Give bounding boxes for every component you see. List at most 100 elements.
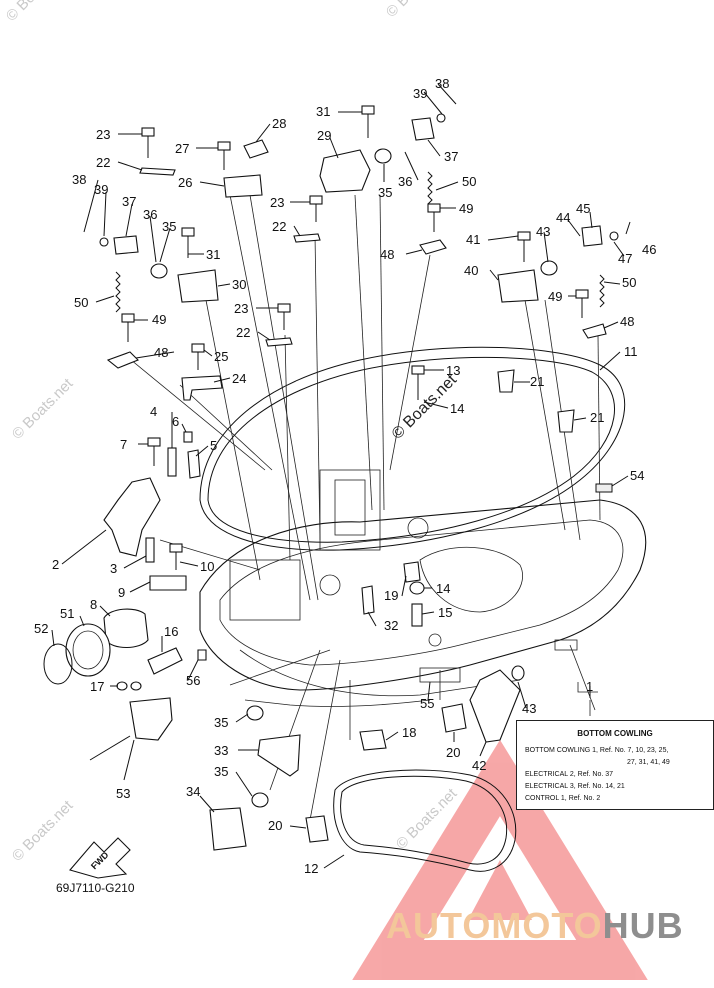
bracket-34 (209, 807, 247, 851)
callout-50: 50 (622, 275, 636, 290)
washer-39 (99, 237, 109, 247)
clip-5 (187, 449, 201, 479)
callout-1: 1 (586, 679, 593, 694)
callout-20: 20 (446, 745, 460, 760)
bolt-13 (411, 365, 425, 400)
callout-2: 2 (52, 557, 59, 572)
callout-7: 7 (120, 437, 127, 452)
brand-wordmark: AUTOMOTOHUB (386, 905, 684, 947)
collar-6 (183, 431, 193, 443)
callout-42: 42 (472, 758, 486, 773)
diagram-code: 69J7110-G210 (56, 881, 135, 895)
pin-3 (145, 537, 155, 563)
callout-25: 25 (214, 349, 228, 364)
grommet-35 (150, 263, 168, 279)
callout-21: 21 (590, 410, 604, 425)
callout-26: 26 (178, 175, 192, 190)
bottom-cowling-body (199, 469, 647, 707)
brand-part-1: AUTOMOTO (386, 905, 603, 946)
callout-3: 3 (110, 561, 117, 576)
callout-55: 55 (420, 696, 434, 711)
callout-18: 18 (402, 725, 416, 740)
watermark-1: © Boats.net (3, 0, 71, 25)
grommet-21a (497, 369, 515, 393)
band-52 (43, 643, 73, 685)
callout-16: 16 (164, 624, 178, 639)
callout-27: 27 (175, 141, 189, 156)
bolt-10 (169, 543, 183, 570)
callout-49: 49 (459, 201, 473, 216)
grommet-20a (305, 815, 329, 843)
screw-32 (361, 585, 375, 615)
callout-5: 5 (210, 438, 217, 453)
callout-10: 10 (200, 559, 214, 574)
bolt-23b (309, 195, 323, 222)
legend-line-3: ELECTRICAL 2, Ref. No. 37 (525, 771, 614, 778)
callout-38: 38 (435, 76, 449, 91)
callout-52: 52 (34, 621, 48, 636)
callout-35: 35 (214, 715, 228, 730)
lever-45 (581, 225, 603, 247)
callout-48: 48 (380, 247, 394, 262)
plate-22a (139, 167, 176, 176)
callout-40: 40 (464, 263, 478, 278)
hose-33 (257, 734, 301, 777)
callout-22: 22 (272, 219, 286, 234)
bracket-29 (319, 149, 371, 193)
callout-51: 51 (60, 606, 74, 621)
callout-23: 23 (234, 301, 248, 316)
bolt-27 (217, 141, 231, 170)
callout-56: 56 (186, 673, 200, 688)
callout-22: 22 (236, 325, 250, 340)
small-parts: FWD (43, 105, 619, 879)
callout-36: 36 (143, 207, 157, 222)
spring-50c (599, 274, 605, 308)
grommet-14 (409, 581, 425, 595)
watermark-3: © Boats.net (9, 375, 77, 443)
seal-12 (333, 769, 517, 872)
label-54 (595, 483, 613, 493)
watermark-2: © Boats.net (383, 0, 451, 21)
callout-31: 31 (206, 247, 220, 262)
callout-39: 39 (94, 182, 108, 197)
plug-19 (403, 561, 421, 583)
callout-35: 35 (214, 764, 228, 779)
callout-22: 22 (96, 155, 110, 170)
callout-39: 39 (413, 86, 427, 101)
bolt-7 (147, 437, 161, 466)
legend-line-2: 27, 31, 41, 49 (627, 759, 670, 766)
bolt-31a (361, 105, 375, 138)
callout-21: 21 (530, 374, 544, 389)
label-56 (197, 649, 207, 661)
callout-43: 43 (522, 701, 536, 716)
bolt-25 (191, 343, 205, 370)
callout-49: 49 (548, 289, 562, 304)
callout-28: 28 (272, 116, 286, 131)
callout-1-bracket (577, 682, 598, 693)
brand-part-2: HUB (602, 905, 684, 946)
bolt-41 (517, 231, 531, 262)
holder-53 (129, 697, 173, 741)
callout-54: 54 (630, 468, 644, 483)
callout-29: 29 (317, 128, 331, 143)
leader-lines (124, 194, 601, 821)
callout-38: 38 (72, 172, 86, 187)
callout-50: 50 (462, 174, 476, 189)
legend-line-5: CONTROL 1, Ref. No. 2 (525, 795, 601, 802)
watermark-4: © Boats.net (9, 797, 77, 865)
callout-49: 49 (152, 312, 166, 327)
lever-37a (113, 235, 139, 255)
callout-44: 44 (556, 210, 570, 225)
grommet-18 (359, 729, 387, 751)
callout-37: 37 (122, 194, 136, 209)
callout-41: 41 (466, 232, 480, 247)
lever-42 (469, 669, 521, 743)
bolt-23a (141, 127, 155, 158)
callout-17: 17 (90, 679, 104, 694)
callout-48: 48 (620, 314, 634, 329)
callout-53: 53 (116, 786, 130, 801)
pin-4 (167, 447, 177, 477)
callout-labels: 23 22 27 26 28 31 29 23 22 39 38 37 35 3… (34, 76, 656, 876)
callout-6: 6 (172, 414, 179, 429)
